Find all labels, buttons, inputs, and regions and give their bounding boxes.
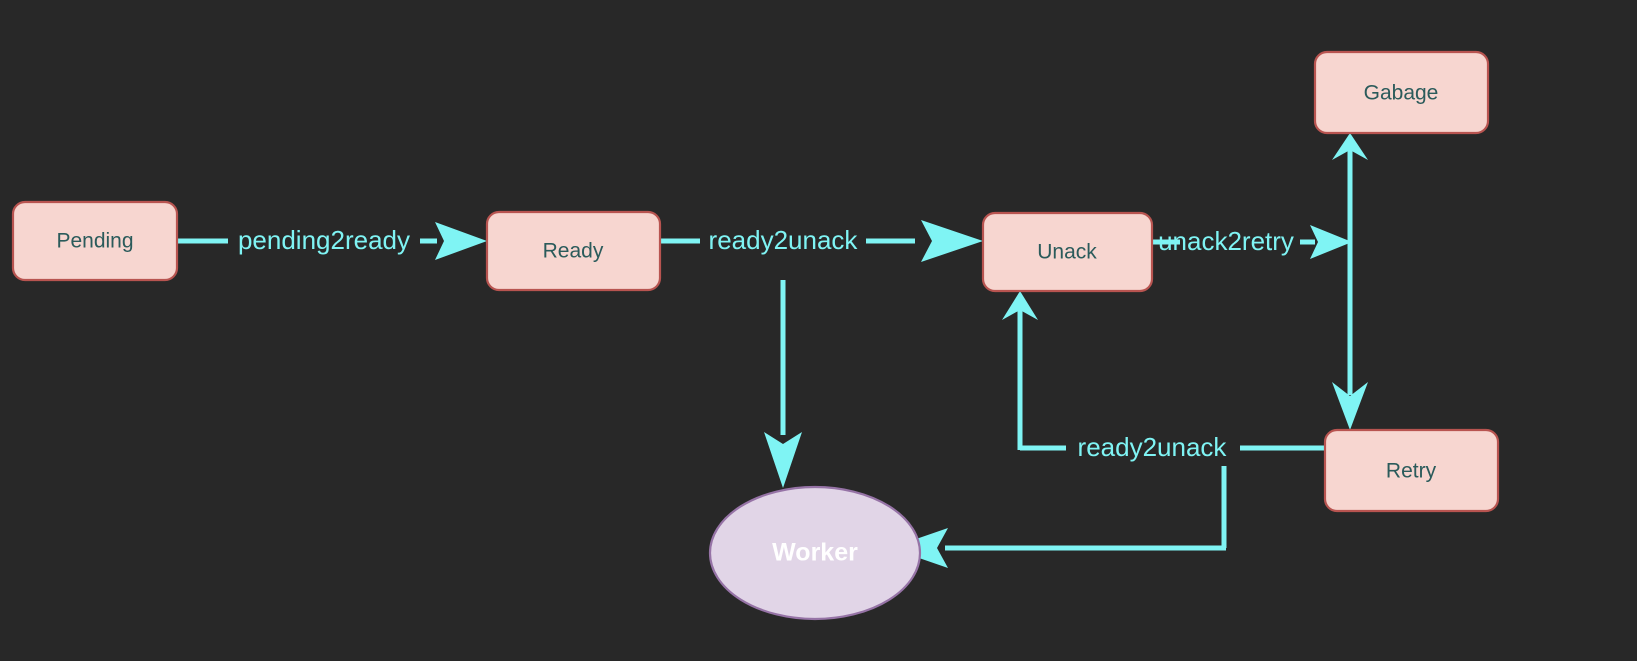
- edge-ready-to-unack[interactable]: ready2unack: [660, 220, 983, 262]
- node-ready-label: Ready: [543, 240, 604, 263]
- edge-pending-to-ready[interactable]: pending2ready: [177, 222, 487, 260]
- node-retry[interactable]: Retry: [1323, 428, 1500, 513]
- edge-ready-to-worker-arrowhead: [764, 432, 802, 488]
- node-unack-shape: [981, 211, 1154, 293]
- edge-gabage-to-retry-arrowhead-down: [1332, 382, 1368, 430]
- node-gabage-shape: [1313, 50, 1490, 135]
- edge-label-ready2unack-bottom: ready2unack: [1078, 432, 1228, 462]
- node-worker-label: Worker: [772, 539, 858, 567]
- edge-retry-to-unack[interactable]: ready2unack: [1002, 291, 1325, 462]
- node-retry-shape: [1323, 428, 1500, 513]
- node-retry-label: Retry: [1386, 460, 1437, 483]
- node-unack[interactable]: Unack: [981, 211, 1154, 293]
- edge-retry-to-gabage[interactable]: [1332, 133, 1368, 430]
- node-pending-shape: [11, 200, 179, 282]
- edge-label-unack2retry: unack2retry: [1158, 226, 1294, 256]
- node-gabage[interactable]: Gabage: [1313, 50, 1490, 135]
- node-pending-label: Pending: [56, 230, 133, 253]
- edge-unack-to-retry[interactable]: unack2retry: [1152, 225, 1352, 259]
- node-ready-shape: [485, 210, 662, 292]
- node-pending[interactable]: Pending: [11, 200, 179, 282]
- node-ready[interactable]: Ready: [485, 210, 662, 292]
- edge-retry-to-worker[interactable]: [890, 466, 1227, 568]
- edge-ready-to-worker[interactable]: [764, 280, 802, 488]
- edge-retry-to-gabage-arrowhead-up: [1332, 133, 1368, 160]
- edge-retry-to-unack-arrowhead: [1002, 291, 1038, 320]
- edge-ready-to-unack-arrowhead: [921, 220, 983, 262]
- node-gabage-label: Gabage: [1364, 82, 1439, 105]
- edge-label-ready2unack-top: ready2unack: [709, 225, 859, 255]
- node-unack-label: Unack: [1037, 241, 1097, 264]
- node-worker[interactable]: Worker: [708, 485, 922, 621]
- edge-unack-to-retry-arrowhead: [1310, 225, 1352, 259]
- node-worker-shape: [708, 485, 922, 621]
- edge-pending-to-ready-arrowhead: [435, 222, 487, 260]
- edge-label-pending2ready: pending2ready: [238, 225, 410, 255]
